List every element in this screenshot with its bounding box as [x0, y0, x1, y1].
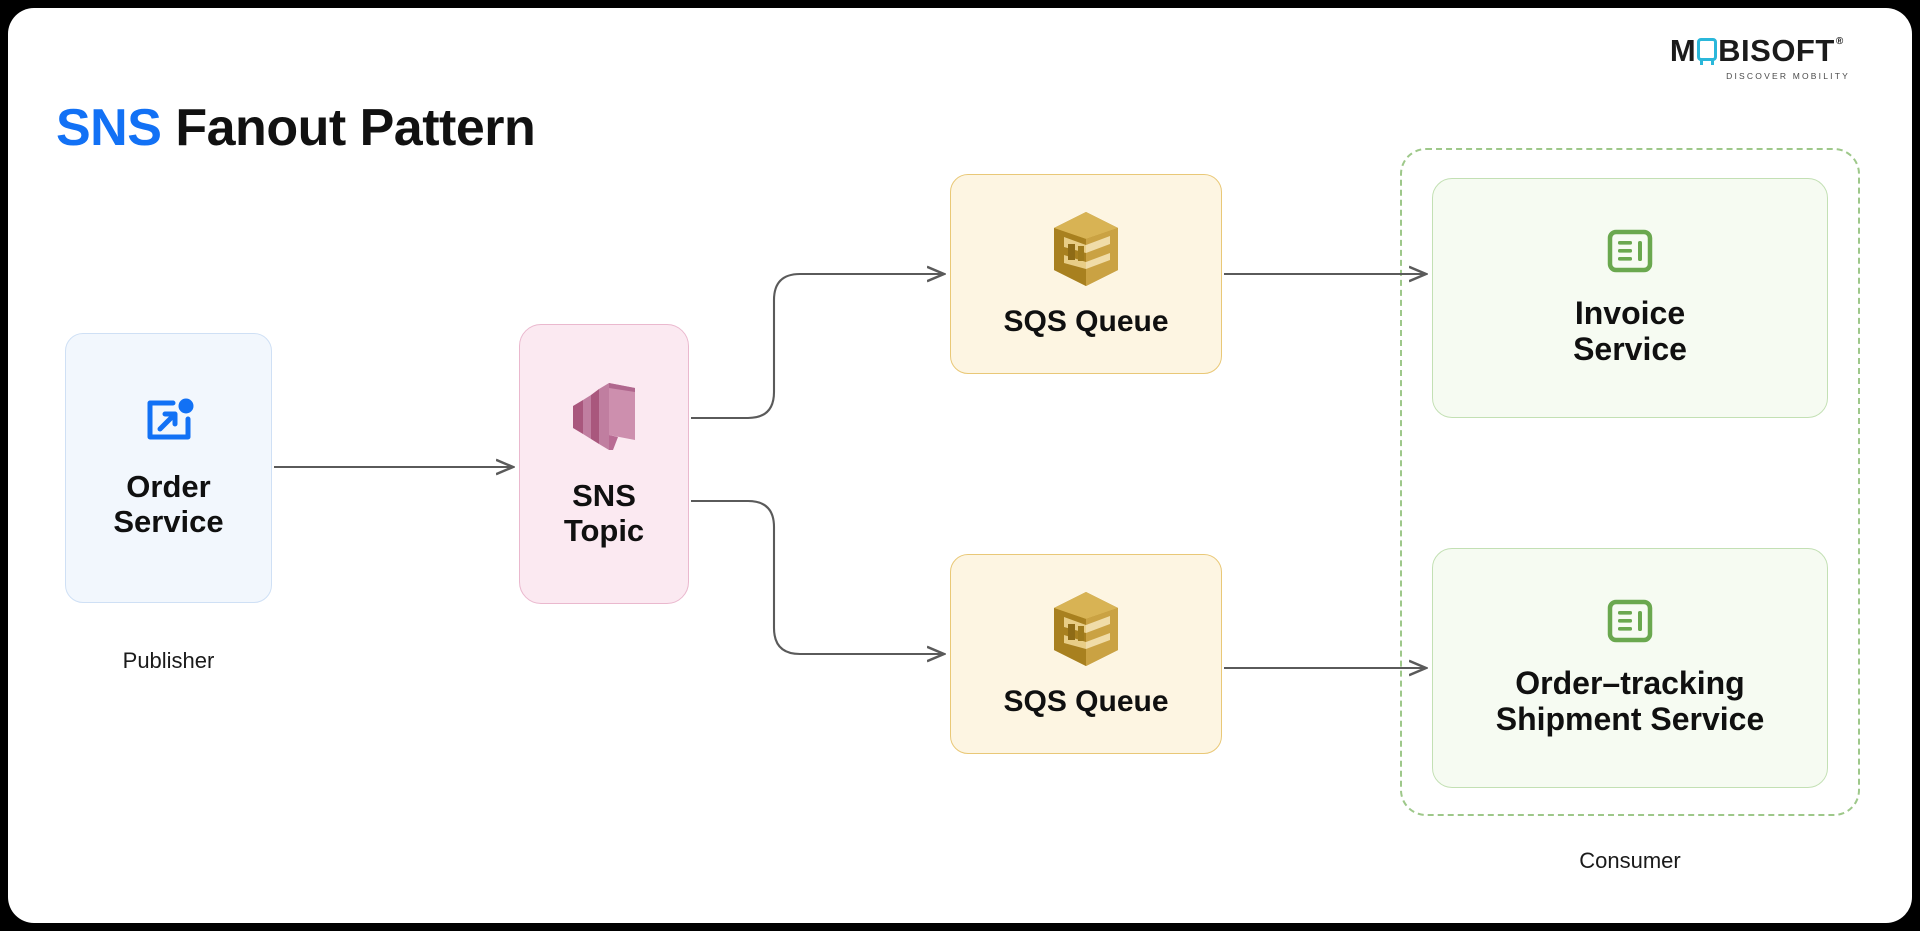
registered-mark: ® [1835, 35, 1844, 47]
aws-sqs-icon [1048, 589, 1124, 669]
node-order-tracking-shipment-service[interactable]: Order–tracking Shipment Service [1432, 548, 1828, 788]
node-invoice-service[interactable]: Invoice Service [1432, 178, 1828, 418]
image-export-icon [143, 397, 195, 443]
page-title: SNS Fanout Pattern [56, 98, 536, 158]
node-sns-topic[interactable]: SNS Topic [519, 324, 689, 604]
caption-publisher: Publisher [122, 648, 215, 673]
node-order-service[interactable]: Order Service [65, 333, 272, 603]
mobisoft-logo: M BISOFT ® DISCOVER MOBILITY [1656, 34, 1856, 90]
document-list-icon [1607, 599, 1653, 643]
node-order-service-label: Order Service [113, 468, 224, 539]
logo-word-part1: M [1669, 33, 1697, 68]
node-invoice-service-label: Invoice Service [1573, 294, 1687, 367]
node-sqs-queue-bottom-label: SQS Queue [1003, 684, 1169, 718]
edge-sns-to-sqs-bottom [691, 499, 944, 654]
logo-word-part2: BISOFT [1718, 33, 1835, 68]
logo-wordmark: M BISOFT ® [1669, 33, 1844, 68]
caption-consumer: Consumer [1579, 848, 1681, 873]
consumer-group-boundary [1400, 148, 1860, 816]
page-title-accent: SNS [56, 99, 162, 157]
node-sqs-queue-bottom[interactable]: SQS Queue [950, 554, 1222, 754]
aws-sns-icon [565, 380, 643, 456]
diagram-canvas: M BISOFT ® DISCOVER MOBILITY SNS Fanout … [8, 8, 1912, 923]
node-order-tracking-shipment-service-label: Order–tracking Shipment Service [1495, 664, 1765, 737]
tablet-device-icon [1697, 37, 1718, 65]
logo-tagline: DISCOVER MOBILITY [1726, 71, 1850, 81]
node-sqs-queue-top[interactable]: SQS Queue [950, 174, 1222, 374]
node-sqs-queue-top-label: SQS Queue [1003, 304, 1169, 338]
edge-sns-to-sqs-top [691, 274, 944, 420]
aws-sqs-icon [1048, 209, 1124, 289]
node-sns-topic-label: SNS Topic [563, 477, 645, 548]
document-list-icon [1607, 229, 1653, 273]
page-title-rest: Fanout Pattern [161, 99, 536, 157]
